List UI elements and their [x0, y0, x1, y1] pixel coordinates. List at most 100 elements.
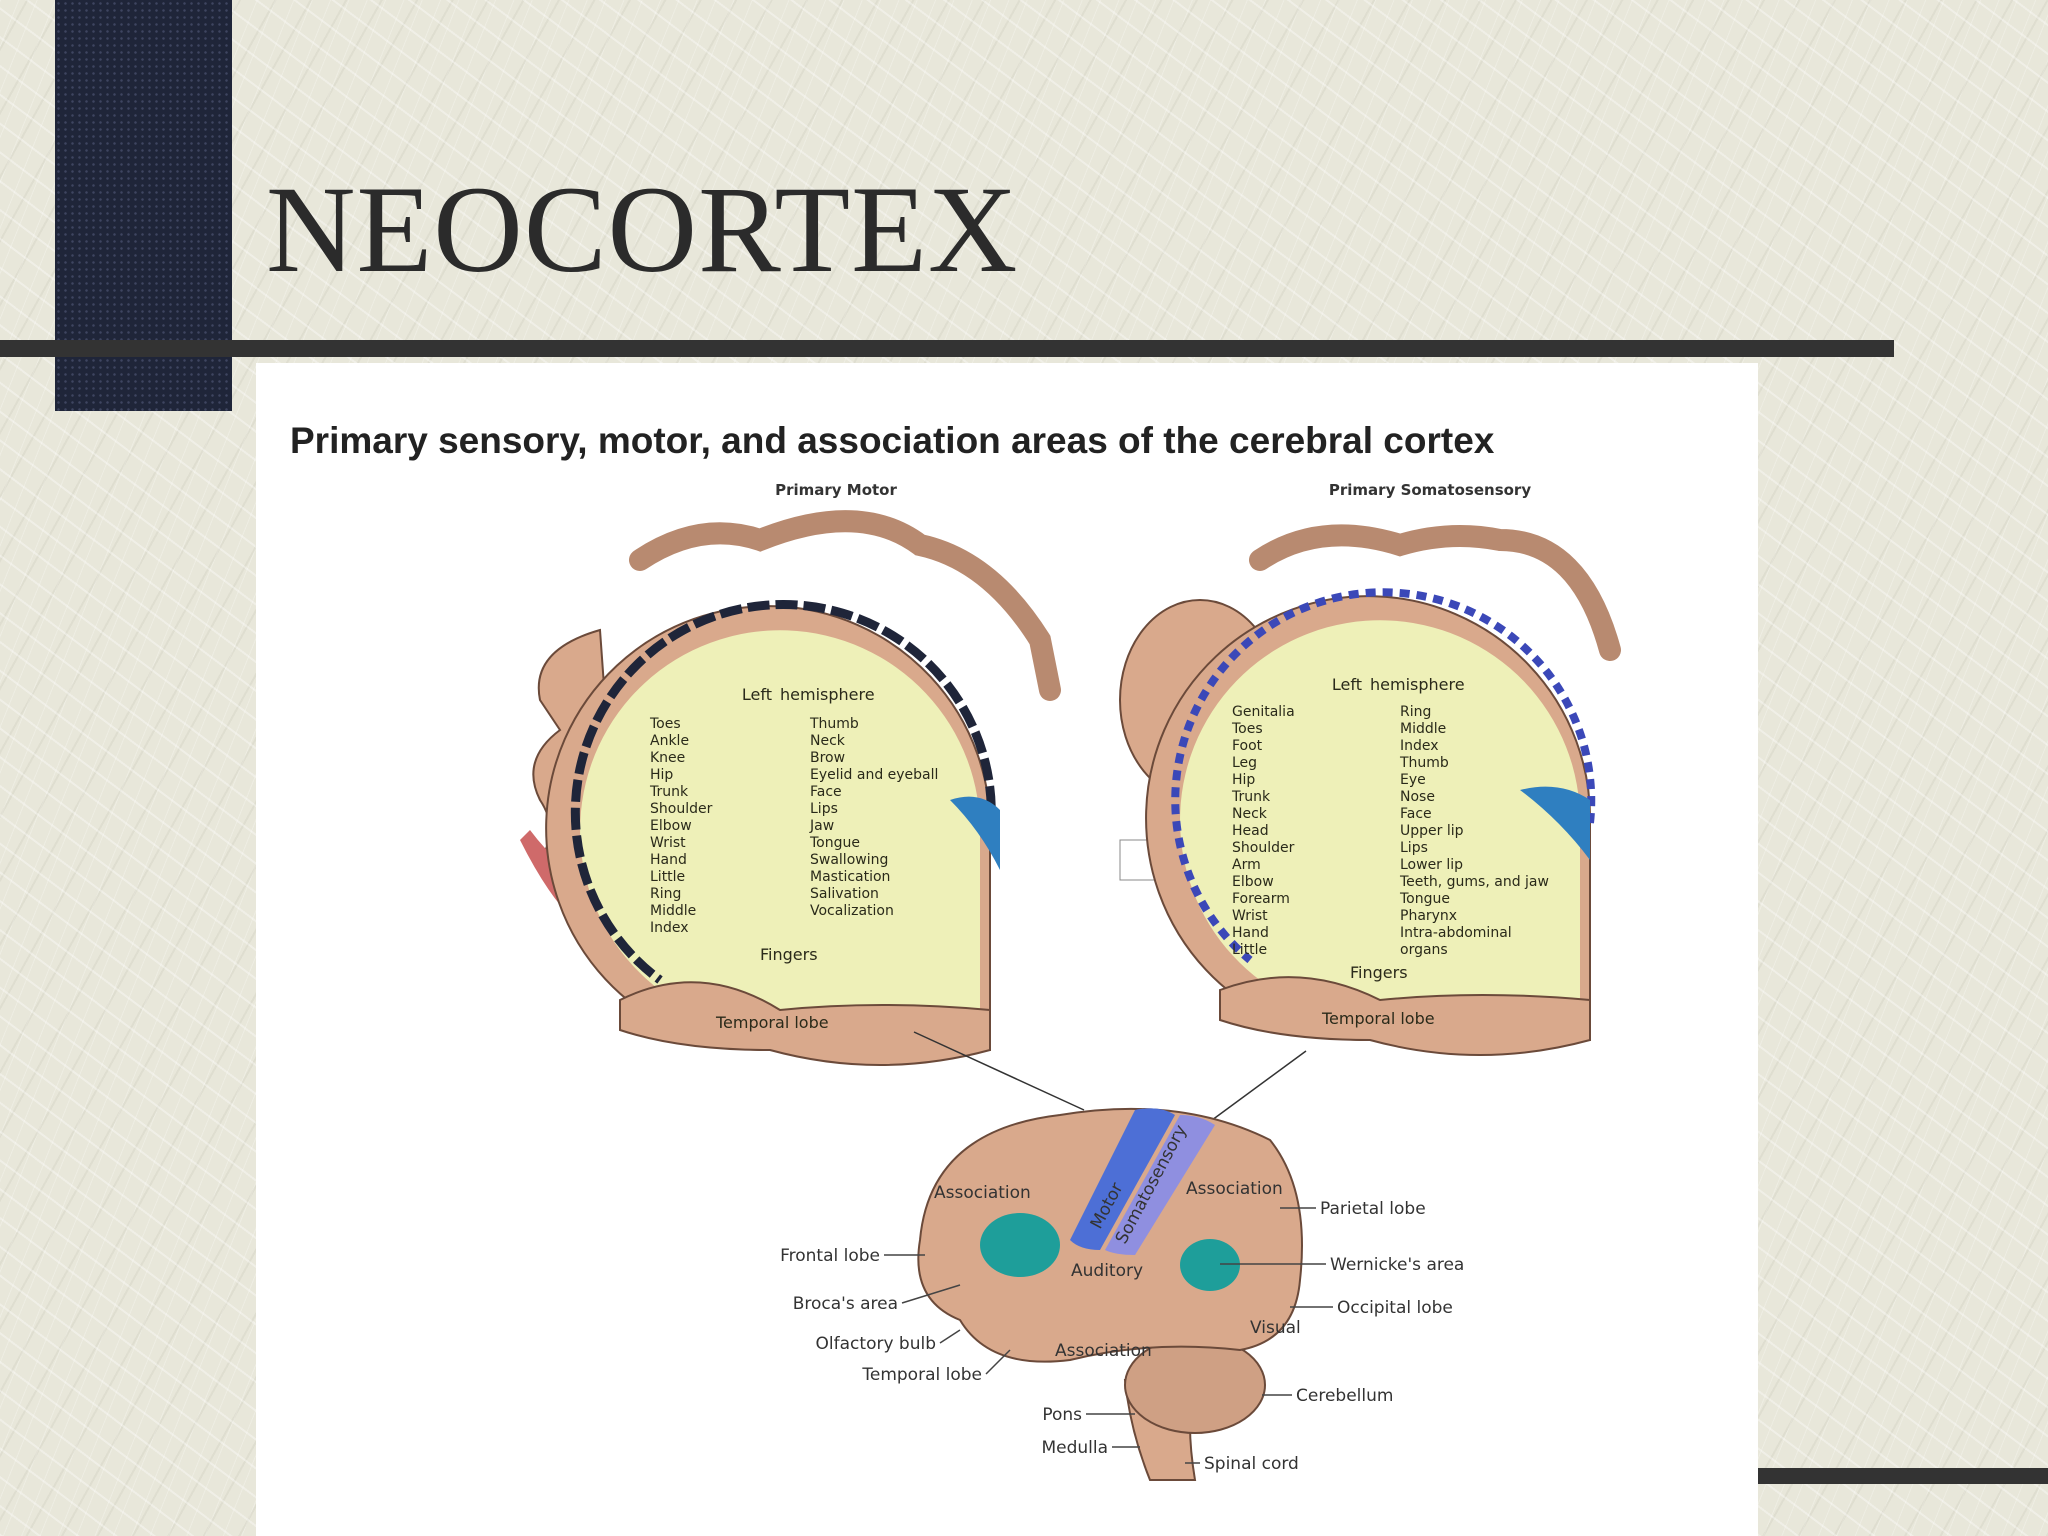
sensory-temporal-lobe — [1219, 976, 1591, 1056]
motor-hemisphere-2: hemisphere — [780, 685, 875, 704]
sensory-body-part-label: Eye — [1400, 772, 1426, 788]
motor-body-part-label: Face — [810, 784, 842, 800]
motor-cortex-fill — [580, 630, 981, 1030]
auditory-label: Auditory — [1071, 1261, 1143, 1281]
sensory-body-part-label: Genitalia — [1232, 704, 1295, 720]
motor-heading: Primary Motor — [775, 481, 897, 499]
sensory-body-part-label: Middle — [1400, 721, 1446, 737]
sensory-fingers-label: Fingers — [1350, 963, 1408, 982]
motor-hemisphere-1: Left — [742, 685, 772, 704]
connector-line — [1207, 1050, 1307, 1124]
temporal-lobe-label: Temporal lobe — [861, 1365, 982, 1385]
visual-label: Visual — [1250, 1318, 1301, 1338]
motor-homunculus: Primary Motor ToesAnkleKneeHipTrunkShoul… — [520, 481, 1061, 1066]
spinal-cord-label: Spinal cord — [1204, 1454, 1299, 1474]
sensory-strip-dashes — [1171, 588, 1596, 964]
connector-line — [913, 1031, 1085, 1111]
motor-body-part-label: Jaw — [809, 818, 834, 834]
sensory-hemisphere-2: hemisphere — [1370, 675, 1465, 694]
sensory-homunculus: Primary Somatosensory GenitaliaToesFootL… — [1119, 481, 1621, 1056]
motor-body-part-label: Hip — [650, 767, 673, 783]
sensory-body-part-label: Foot — [1232, 738, 1263, 754]
sensory-body-part-label: Head — [1232, 823, 1269, 839]
motor-body-part-label: Brow — [810, 750, 845, 766]
sensory-body-part-label: Tongue — [1399, 891, 1450, 907]
association-label-1: Association — [934, 1183, 1031, 1203]
association-label-2: Association — [1186, 1179, 1283, 1199]
motor-body-part-label: Middle — [650, 903, 696, 919]
wernickes-area-shape — [1180, 1239, 1240, 1291]
motor-temporal-label: Temporal lobe — [715, 1013, 829, 1032]
association-label-3: Association — [1055, 1341, 1152, 1361]
motor-area — [1070, 1108, 1175, 1250]
sensory-body-part-label: Leg — [1232, 755, 1257, 771]
motor-body-part-label: Salivation — [810, 886, 879, 902]
sensory-body-part-label: Lips — [1400, 840, 1428, 856]
sensory-cortex-fill — [1180, 620, 1581, 1020]
pons-label: Pons — [1042, 1405, 1082, 1425]
motor-body-part-label: Index — [650, 920, 689, 936]
sensory-body-part-label: Trunk — [1231, 789, 1271, 805]
sensory-temporal-label: Temporal lobe — [1321, 1009, 1435, 1028]
sensory-body-part-label: Upper lip — [1400, 823, 1464, 839]
slide-title: NEOCORTEX — [266, 161, 1019, 298]
wernickes-area-label: Wernicke's area — [1330, 1255, 1464, 1275]
sensory-body-part-label: Little — [1232, 942, 1267, 958]
sensory-body-part-label: Neck — [1232, 806, 1268, 822]
sensory-body-part-label: Lower lip — [1400, 857, 1463, 873]
title-rule — [0, 340, 1894, 357]
motor-body-part-label: Eyelid and eyeball — [810, 767, 938, 783]
motor-fingers-label: Fingers — [760, 945, 818, 964]
motor-body-part-label: Toes — [649, 716, 681, 732]
cerebellum-label: Cerebellum — [1296, 1386, 1393, 1406]
sensory-body-part-label: organs — [1400, 942, 1448, 958]
motor-body-part-label: Elbow — [650, 818, 692, 834]
ventricle-shape — [1520, 786, 1590, 860]
motor-body-part-label: Knee — [650, 750, 685, 766]
figure-title: Primary sensory, motor, and association … — [290, 420, 1495, 461]
sensory-body-part-label: Thumb — [1399, 755, 1449, 771]
motor-body-part-label: Mastication — [810, 869, 890, 885]
motor-body-part-label: Shoulder — [650, 801, 713, 817]
sensory-body-part-label: Pharynx — [1400, 908, 1457, 924]
lateral-brain: Motor Somatosensory Association Associat… — [780, 1107, 1464, 1481]
motor-strip-dashes — [570, 600, 996, 984]
sensory-body-part-label: Elbow — [1232, 874, 1274, 890]
cerebrum-shape — [917, 1107, 1303, 1363]
motor-temporal-lobe — [619, 981, 991, 1066]
sensory-body-part-label: Face — [1400, 806, 1432, 822]
bottom-rule — [1758, 1468, 2048, 1484]
sensory-body-part-label: Arm — [1232, 857, 1261, 873]
motor-body-part-label: Vocalization — [810, 903, 894, 919]
motor-body-part-label: Swallowing — [810, 852, 888, 868]
sensory-body-part-label: Wrist — [1232, 908, 1268, 924]
sensory-body-part-label: Hand — [1232, 925, 1269, 941]
sensory-body-part-label: Forearm — [1232, 891, 1290, 907]
sensory-body-part-label: Hip — [1232, 772, 1255, 788]
sensory-body-part-label: Toes — [1231, 721, 1263, 737]
motor-body-part-label: Ring — [650, 886, 681, 902]
sensory-body-part-label: Ring — [1400, 704, 1431, 720]
brocas-area-label: Broca's area — [793, 1294, 898, 1314]
somatosensory-area — [1105, 1115, 1215, 1255]
frontal-lobe-label: Frontal lobe — [780, 1246, 880, 1266]
sensory-hemisphere-1: Left — [1332, 675, 1362, 694]
parietal-lobe-label: Parietal lobe — [1320, 1199, 1426, 1219]
sensory-body-part-label: Shoulder — [1232, 840, 1295, 856]
leader-lines — [884, 1207, 1333, 1464]
sensory-heading: Primary Somatosensory — [1329, 481, 1531, 499]
brocas-area-shape — [980, 1213, 1060, 1277]
motor-body-part-label: Thumb — [809, 716, 859, 732]
motor-body-part-label: Trunk — [649, 784, 689, 800]
motor-body-part-label: Tongue — [809, 835, 860, 851]
motor-body-part-label: Lips — [810, 801, 838, 817]
occipital-lobe-label: Occipital lobe — [1337, 1298, 1453, 1318]
motor-body-part-label: Ankle — [650, 733, 689, 749]
homunculus-body — [629, 510, 1061, 701]
sensory-body-part-label: Teeth, gums, and jaw — [1399, 874, 1549, 890]
motor-body-part-label: Little — [650, 869, 685, 885]
sensory-body-part-label: Index — [1400, 738, 1439, 754]
sensory-body-part-label: Nose — [1400, 789, 1435, 805]
motor-body-part-label: Wrist — [650, 835, 686, 851]
